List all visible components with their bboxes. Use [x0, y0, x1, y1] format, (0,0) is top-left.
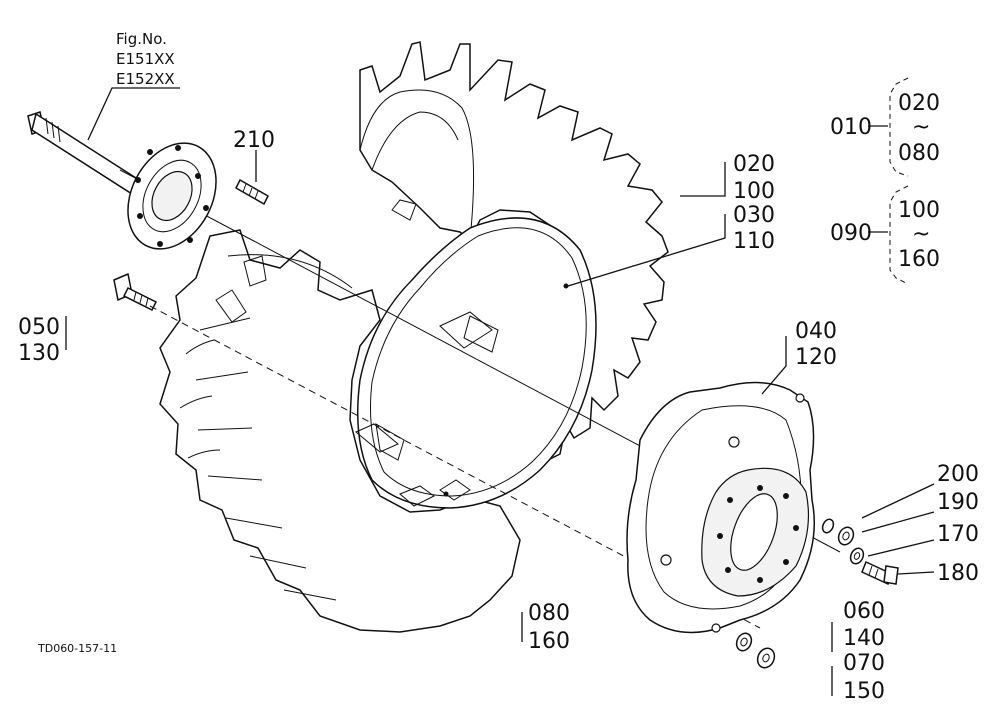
range-from-100: 100 [898, 198, 940, 223]
callout-080: 080 [528, 601, 570, 626]
callout-100: 100 [733, 179, 775, 204]
callout-020: 020 [733, 152, 775, 177]
range-to-160: 160 [898, 247, 940, 272]
axle-shaft [27, 111, 137, 196]
callout-060: 060 [843, 599, 885, 624]
washer-200 [821, 518, 835, 534]
leader-lines [65, 87, 935, 696]
bolt-180 [861, 560, 899, 586]
hub-flange [127, 142, 217, 250]
callout-160: 160 [528, 629, 570, 654]
callout-050: 050 [18, 315, 60, 340]
callout-120: 120 [795, 345, 837, 370]
range-parent-010: 010 [830, 115, 872, 140]
callout-170: 170 [937, 522, 979, 547]
callout-130: 130 [18, 341, 60, 366]
wheel-disc [626, 381, 816, 634]
callout-200: 200 [937, 462, 979, 487]
range-parent-090: 090 [830, 221, 872, 246]
range-to-080: 080 [898, 141, 940, 166]
callout-190: 190 [937, 490, 979, 515]
front-tire-illustration [159, 229, 521, 633]
callout-030: 030 [733, 203, 775, 228]
callout-110: 110 [733, 229, 775, 254]
callout-040: 040 [795, 319, 837, 344]
callout-070: 070 [843, 651, 885, 676]
range-bracket-090 [889, 185, 909, 285]
fig-code-1: E151XX [116, 50, 175, 68]
nut-190 [837, 526, 855, 546]
bolt-assembly-line [149, 305, 761, 629]
callout-150: 150 [843, 679, 885, 704]
range-tilde-1: ~ [912, 115, 930, 140]
callout-140: 140 [843, 626, 885, 651]
range-tilde-2: ~ [912, 222, 930, 247]
wheel-rim [355, 217, 597, 509]
washer-170 [849, 547, 865, 565]
nut-070 [756, 647, 776, 669]
stud-bolt [235, 178, 269, 206]
rim-bolt [113, 272, 158, 312]
range-from-020: 020 [898, 91, 940, 116]
callout-180: 180 [937, 561, 979, 586]
range-bracket-010 [889, 77, 909, 177]
fig-code-2: E152XX [116, 70, 175, 88]
callout-210: 210 [233, 128, 275, 153]
drawing-id: TD060-157-11 [37, 642, 117, 655]
washer-060 [735, 632, 753, 652]
fig-no-label: Fig.No. [116, 30, 167, 48]
